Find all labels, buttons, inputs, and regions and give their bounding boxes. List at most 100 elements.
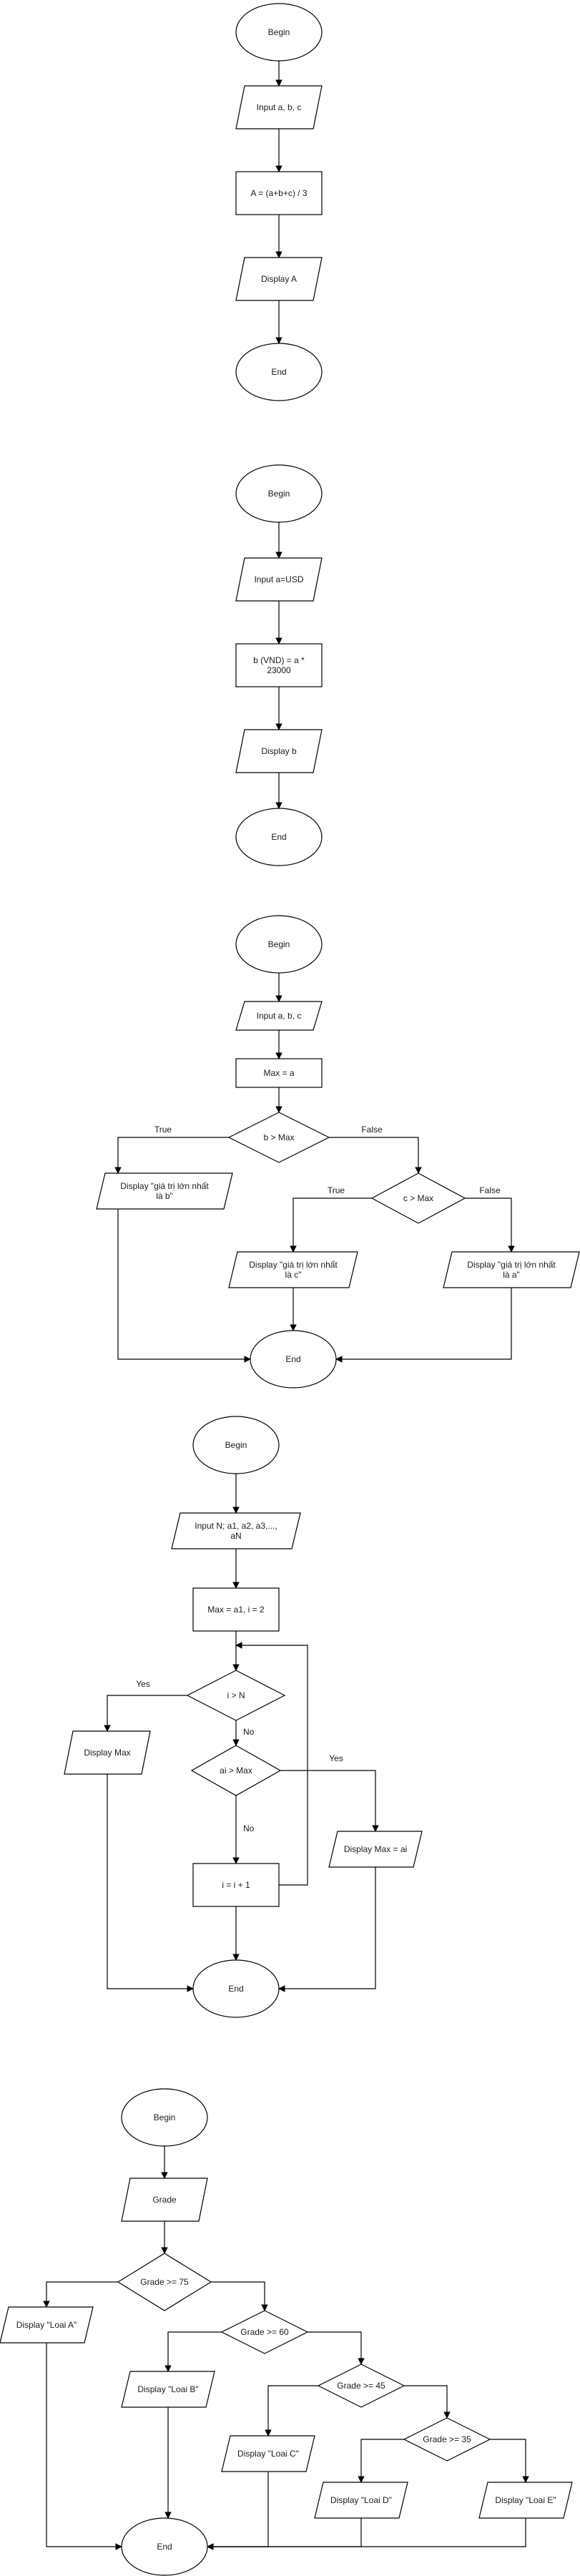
io-node-in: [171, 1512, 301, 1549]
io-node-in: [235, 557, 323, 602]
io-label-o1: Display Max: [84, 1748, 130, 1758]
io-node-in: [121, 2178, 208, 2222]
connector-d3-to-d4: [404, 2385, 451, 2419]
connector-o2-to-e: [278, 1867, 376, 1992]
connector-o1-to-e: [117, 1209, 251, 1363]
io-label-oB: Display "Loai B": [137, 2384, 198, 2394]
io-label-oE: Display "Loai E": [495, 2495, 556, 2505]
end-label-e: End: [157, 2542, 172, 2552]
io-label-in: Input a, b, c: [257, 1011, 302, 1021]
io-node-o2: [228, 1251, 358, 1288]
end-label-e: End: [271, 832, 286, 842]
edge-label-no: No: [243, 1727, 255, 1737]
edge-label-true: True: [154, 1125, 172, 1135]
io-node-in: [235, 85, 323, 129]
start-node-b: [235, 915, 323, 974]
io-node-o3: [443, 1251, 580, 1288]
edge-label-false: False: [479, 1185, 501, 1195]
end-node-e: [235, 343, 323, 401]
connector-d4-to-oE: [490, 2439, 529, 2483]
io-node-in: [235, 1001, 323, 1031]
io-node-oB: [121, 2371, 215, 2408]
connector-d3-to-oC: [265, 2385, 318, 2437]
connector-oA-to-e: [46, 2343, 122, 2550]
decision-label-d3: Grade >= 45: [337, 2381, 385, 2391]
decision-node-d1: [227, 1112, 330, 1163]
process-label-p: b (VND) = a *23000: [253, 655, 305, 675]
start-node-b: [192, 1416, 280, 1474]
start-node-b: [235, 3, 323, 62]
start-node-b: [235, 464, 323, 523]
connector-o1-to-e: [107, 1774, 194, 1992]
decision-node-d3: [317, 2364, 405, 2408]
decision-label-d2: ai > Max: [220, 1766, 252, 1776]
end-label-e: End: [271, 367, 286, 377]
connector-inc-to-d1: [235, 1642, 308, 1886]
decision-label-d1: Grade >= 75: [140, 2277, 189, 2287]
process-node-p: [235, 643, 323, 687]
start-label-b: Begin: [268, 27, 290, 37]
connector-oC-to-e: [207, 2472, 269, 2550]
process-label-p: Max = a: [263, 1068, 294, 1078]
connector-d2-to-o2: [280, 1770, 379, 1832]
start-label-b: Begin: [268, 489, 290, 499]
end-node-e: [250, 1330, 337, 1389]
io-label-in: Input N; a1, a2, a3,...,aN: [195, 1521, 277, 1541]
start-label-b: Begin: [154, 2112, 176, 2122]
connector-d1-to-oA: [43, 2281, 118, 2308]
io-label-oA: Display "Loai A": [16, 2320, 77, 2330]
process-node-p: [192, 1587, 280, 1632]
connector-d1-to-o1: [104, 1695, 187, 1732]
process-label-p: Max = a1, i = 2: [207, 1605, 265, 1615]
io-label-o2: Display Max = ai: [344, 1844, 407, 1854]
end-node-e: [192, 1959, 280, 2018]
io-node-out: [235, 257, 323, 301]
decision-node-d1: [186, 1670, 286, 1721]
connector-d1-to-d2: [211, 2281, 268, 2311]
io-node-out: [235, 729, 323, 773]
connector-d1-to-d2: [329, 1137, 422, 1174]
connector-o3-to-e: [335, 1288, 512, 1363]
connector-d2-to-o3: [465, 1198, 515, 1253]
decision-node-d1: [117, 2253, 212, 2311]
io-label-in: Grade: [152, 2195, 177, 2205]
connector-d2-to-o2: [290, 1198, 372, 1253]
edge-label-true: True: [328, 1185, 345, 1195]
decision-node-d2: [220, 2310, 309, 2354]
connector-d2-to-oB: [164, 2331, 222, 2372]
process-label-inc: i = i + 1: [222, 1880, 250, 1890]
connector-d2-to-d3: [308, 2331, 365, 2365]
decision-node-d2: [190, 1745, 282, 1796]
start-node-b: [121, 2088, 208, 2147]
start-label-b: Begin: [268, 939, 290, 949]
io-node-oA: [0, 2306, 94, 2344]
io-label-oC: Display "Loai C": [237, 2449, 299, 2459]
io-label-out: Display b: [261, 746, 297, 756]
edge-label-yes: Yes: [329, 1753, 343, 1763]
end-label-e: End: [228, 1984, 243, 1994]
edge-label-false: False: [361, 1125, 383, 1135]
start-label-b: Begin: [225, 1440, 247, 1450]
decision-label-d1: i > N: [227, 1690, 245, 1700]
end-node-e: [121, 2517, 208, 2576]
decision-label-d1: b > Max: [263, 1132, 294, 1142]
connector-d1-to-o1: [114, 1137, 229, 1174]
process-node-p: [235, 171, 323, 215]
io-node-o1: [64, 1730, 151, 1775]
decision-node-d2: [370, 1172, 466, 1224]
connector-d4-to-oD: [358, 2439, 404, 2483]
process-node-inc: [192, 1863, 280, 1907]
io-node-o2: [328, 1831, 423, 1868]
decision-label-d2: Grade >= 60: [240, 2327, 289, 2337]
process-label-p: A = (a+b+c) / 3: [250, 188, 307, 198]
connector-oD-to-e: [207, 2518, 362, 2550]
end-node-e: [235, 808, 323, 866]
io-label-in: Input a, b, c: [257, 102, 302, 112]
